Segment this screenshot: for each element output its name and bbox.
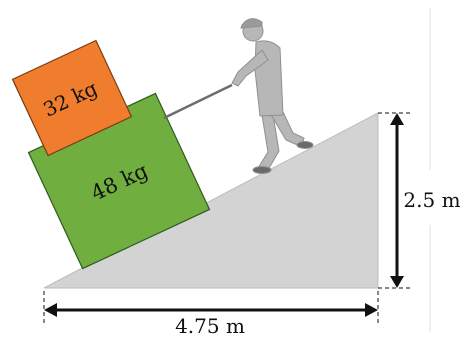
base-label: 4.75 m xyxy=(175,314,245,338)
person-pulling-rope-icon xyxy=(231,18,314,174)
height-dimension xyxy=(378,112,412,289)
height-label: 2.5 m xyxy=(403,188,460,212)
block-32kg: 32 kg xyxy=(11,39,133,157)
pull-rope xyxy=(163,83,233,120)
base-dimension xyxy=(43,291,379,325)
